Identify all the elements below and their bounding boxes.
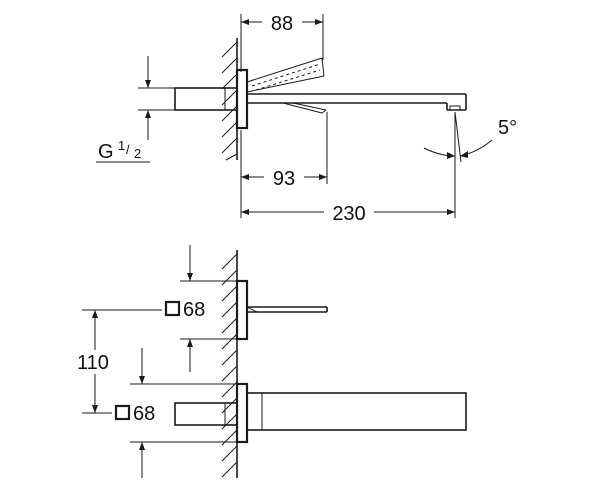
spout-top: [247, 93, 467, 114]
dim-label-230: 230: [332, 203, 365, 225]
thread-fraction-slash: /: [126, 142, 130, 157]
cover-plate-top: [235, 68, 249, 130]
thread-dimension: G 1 / 2: [96, 56, 178, 163]
dimension-110: 110: [70, 309, 162, 414]
spout-front: [246, 392, 467, 431]
lower-plate-dimension: 68: [114, 348, 236, 478]
dim-label-93: 93: [273, 168, 295, 190]
dimension-93: 93: [240, 112, 328, 218]
dim-label-5-degree: 5°: [498, 117, 517, 139]
lever-handle-top: [246, 57, 325, 93]
top-view: 88 G 1 / 2 93: [96, 12, 517, 225]
upper-plate-dimension: 68: [164, 245, 236, 372]
thread-label-g: G: [98, 141, 114, 163]
square-symbol-lower: [114, 404, 131, 421]
in-wall-body-front: [174, 402, 238, 426]
dim-label-110: 110: [77, 352, 109, 374]
square-symbol-upper: [164, 300, 181, 317]
dimension-88: 88: [240, 12, 324, 72]
thread-label-numerator: 1: [118, 138, 125, 153]
dim-label-upper-68: 68: [183, 299, 205, 321]
dimension-angle: 5°: [423, 111, 517, 163]
lower-cover-plate: [235, 382, 249, 444]
wall-hatching-front: [221, 253, 238, 478]
thread-label-denominator: 2: [134, 146, 141, 161]
dim-label-88: 88: [271, 13, 293, 35]
front-view: 68 68 110: [70, 245, 467, 478]
dim-label-lower-68: 68: [133, 403, 155, 425]
lever-handle-front: [246, 306, 328, 313]
dimension-230: 230: [241, 112, 456, 225]
wall-hatching-top: [221, 41, 238, 161]
upper-cover-plate: [235, 279, 249, 341]
